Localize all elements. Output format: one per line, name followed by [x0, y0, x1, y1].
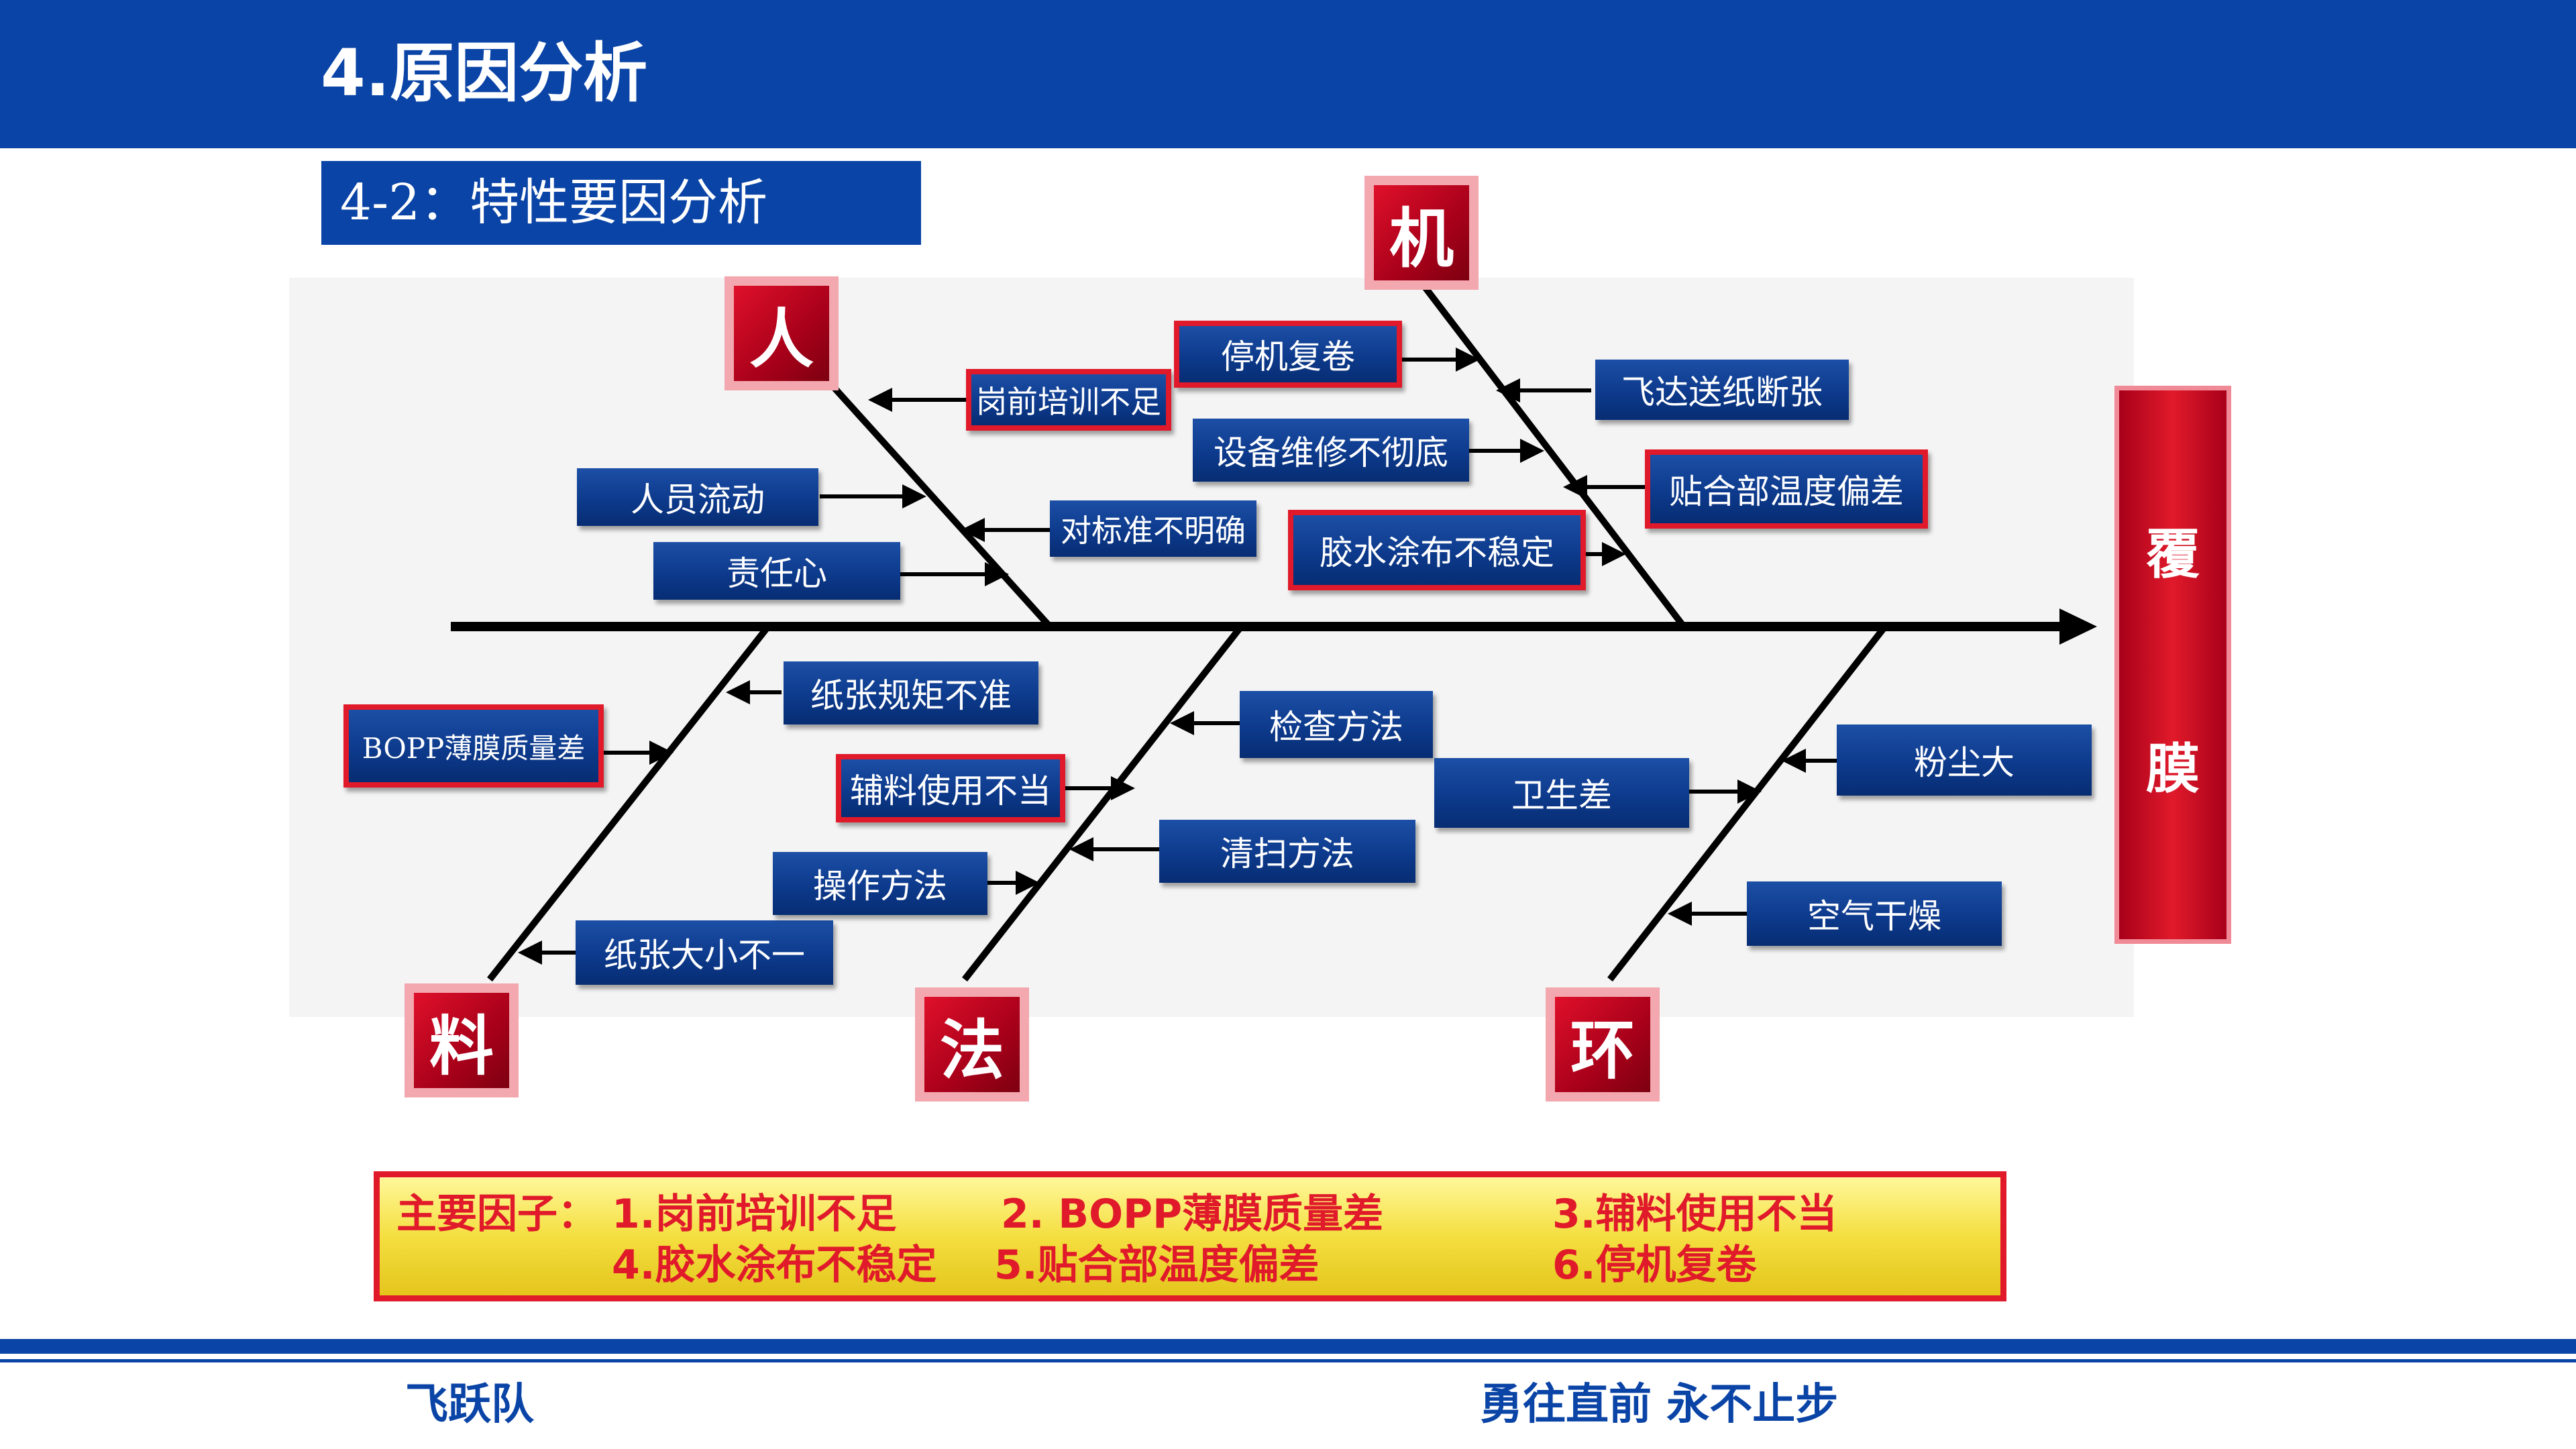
main-factor-6: 6.停机复卷: [1552, 1242, 1757, 1289]
bone-ji: [1418, 279, 1686, 629]
category-fa: 法: [915, 987, 1029, 1102]
section-subtitle: 4-2：特性要因分析: [321, 161, 921, 245]
cause-tiehe: 贴合部温度偏差: [1645, 449, 1928, 529]
category-fa-label: 法: [924, 997, 1020, 1092]
main-factor-3: 3.辅料使用不当: [1552, 1191, 1837, 1238]
category-ji: 机: [1364, 176, 1479, 290]
cause-bopp: BOPP薄膜质量差: [343, 704, 604, 788]
effect-box: 覆 膜: [2114, 386, 2231, 944]
cause-fuliao: 辅料使用不当: [836, 754, 1065, 822]
bone-fa: [962, 624, 1244, 982]
cause-jiaoshui: 胶水涂布不稳定: [1288, 510, 1586, 590]
cause-fenchen: 粉尘大: [1837, 724, 2092, 796]
footer-team-name: 飞跃队: [405, 1380, 534, 1430]
main-factors-box: 主要因子： 1.岗前培训不足 2. BOPP薄膜质量差 3.辅料使用不当 4.胶…: [374, 1171, 2006, 1301]
cause-gangqian: 岗前培训不足: [966, 369, 1171, 431]
cause-jiancha: 检查方法: [1240, 691, 1433, 758]
cause-feida: 飞达送纸断张: [1595, 360, 1849, 420]
category-liao: 料: [405, 983, 519, 1097]
main-factor-5: 5.贴合部温度偏差: [994, 1242, 1320, 1289]
cause-weisheng: 卫生差: [1434, 758, 1689, 828]
cause-tingji: 停机复卷: [1174, 321, 1402, 388]
cause-duibiao: 对标准不明确: [1050, 500, 1256, 557]
cause-renyuan: 人员流动: [577, 468, 818, 526]
footer-divider-thin: [0, 1359, 2576, 1362]
bone-ren: [829, 382, 1053, 629]
main-factor-2: 2. BOPP薄膜质量差: [1001, 1191, 1384, 1238]
category-ji-label: 机: [1374, 185, 1469, 280]
page-title: 4.原因分析: [321, 36, 648, 111]
spine-arrowhead: [2059, 608, 2097, 645]
category-huan-label: 环: [1555, 997, 1650, 1092]
footer-slogan: 勇往直前 永不止步: [1480, 1380, 1839, 1430]
cause-shebei: 设备维修不彻底: [1193, 419, 1469, 482]
effect-line-1: 覆: [2146, 523, 2200, 586]
effect-line-2: 膜: [2146, 738, 2200, 800]
cause-zeren: 责任心: [653, 542, 900, 600]
main-factor-4: 4.胶水涂布不稳定: [612, 1242, 937, 1289]
main-factors-label: 主要因子：: [396, 1191, 598, 1238]
header-bar: 4.原因分析: [0, 0, 2576, 148]
cause-kongqi: 空气干燥: [1747, 881, 2002, 946]
cause-qingsao: 清扫方法: [1159, 820, 1415, 883]
cause-zhizhang-guiju: 纸张规矩不准: [784, 661, 1038, 724]
bone-liao: [487, 624, 771, 982]
footer-divider-thick: [0, 1339, 2576, 1354]
category-huan: 环: [1546, 987, 1660, 1102]
main-factor-1: 1.岗前培训不足: [612, 1191, 897, 1238]
cause-zhizhang-daxiao: 纸张大小不一: [576, 920, 833, 985]
cause-caozuo: 操作方法: [773, 852, 987, 915]
category-ren-label: 人: [734, 286, 829, 381]
category-liao-label: 料: [414, 993, 509, 1088]
category-ren: 人: [724, 276, 839, 390]
